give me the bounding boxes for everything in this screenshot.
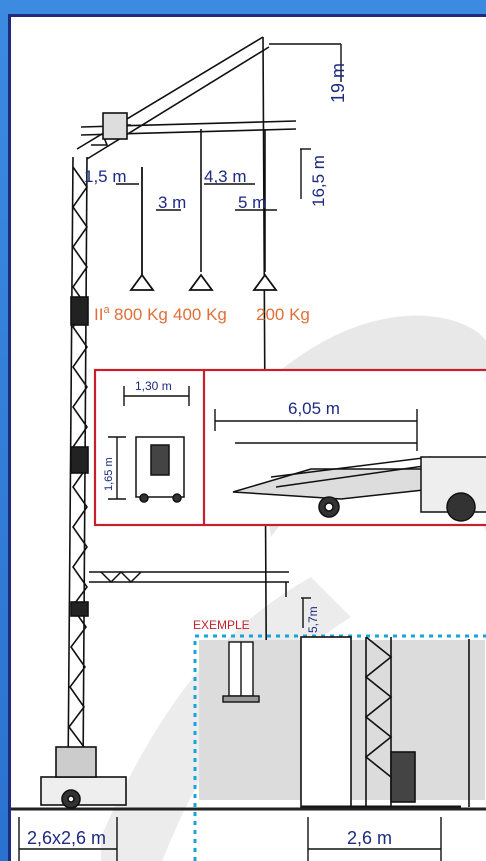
load-prefix-label: IIa (94, 304, 110, 324)
transport-length-label: 6,05 m (288, 399, 340, 418)
example-label: EXEMPLE (193, 618, 250, 632)
crane-mast (67, 156, 89, 778)
base-dimension-lines (18, 817, 442, 861)
load-800kg-label: 800 Kg (114, 305, 168, 324)
transport-height-label: 1,65 m (103, 457, 115, 491)
reach-3m-label: 3 m (158, 193, 186, 212)
hook-loads (129, 167, 278, 291)
reach-1-5m-label: 1,5 m (84, 167, 127, 186)
reach-4-3m-label: 4,3 m (204, 167, 247, 186)
folded-crane-front (135, 436, 185, 503)
load-prefix-superscript: a (103, 304, 110, 316)
crane-diagram: 19 m 16,5 m 1,5 m 3 m 4,3 m 5 m 5,7m IIa… (11, 36, 486, 861)
height-16m-label: 16,5 m (309, 155, 328, 207)
building-tower (300, 636, 470, 809)
folded-crane-side (232, 456, 486, 522)
example-width-label: 2,6 m (347, 828, 392, 848)
load-prefix-text: II (94, 305, 103, 324)
load-400kg-label: 400 Kg (173, 305, 227, 324)
height-dimension-lines (116, 43, 342, 628)
diagram-panel: 19 m 16,5 m 1,5 m 3 m 4,3 m 5 m 5,7m IIa… (8, 14, 486, 861)
horizontal-jib (80, 112, 297, 272)
lower-jib (89, 570, 289, 597)
load-200kg-label: 200 Kg (256, 305, 310, 324)
building-window (222, 641, 260, 703)
base-size-label: 2,6x2,6 m (27, 828, 106, 848)
height-5-7m-label: 5,7m (306, 606, 320, 633)
height-19m-label: 19 m (328, 63, 348, 103)
transport-dimension-lines (108, 386, 418, 500)
crane-base (40, 746, 127, 809)
reach-5m-label: 5 m (238, 193, 266, 212)
transport-width-label: 1,30 m (135, 379, 172, 393)
